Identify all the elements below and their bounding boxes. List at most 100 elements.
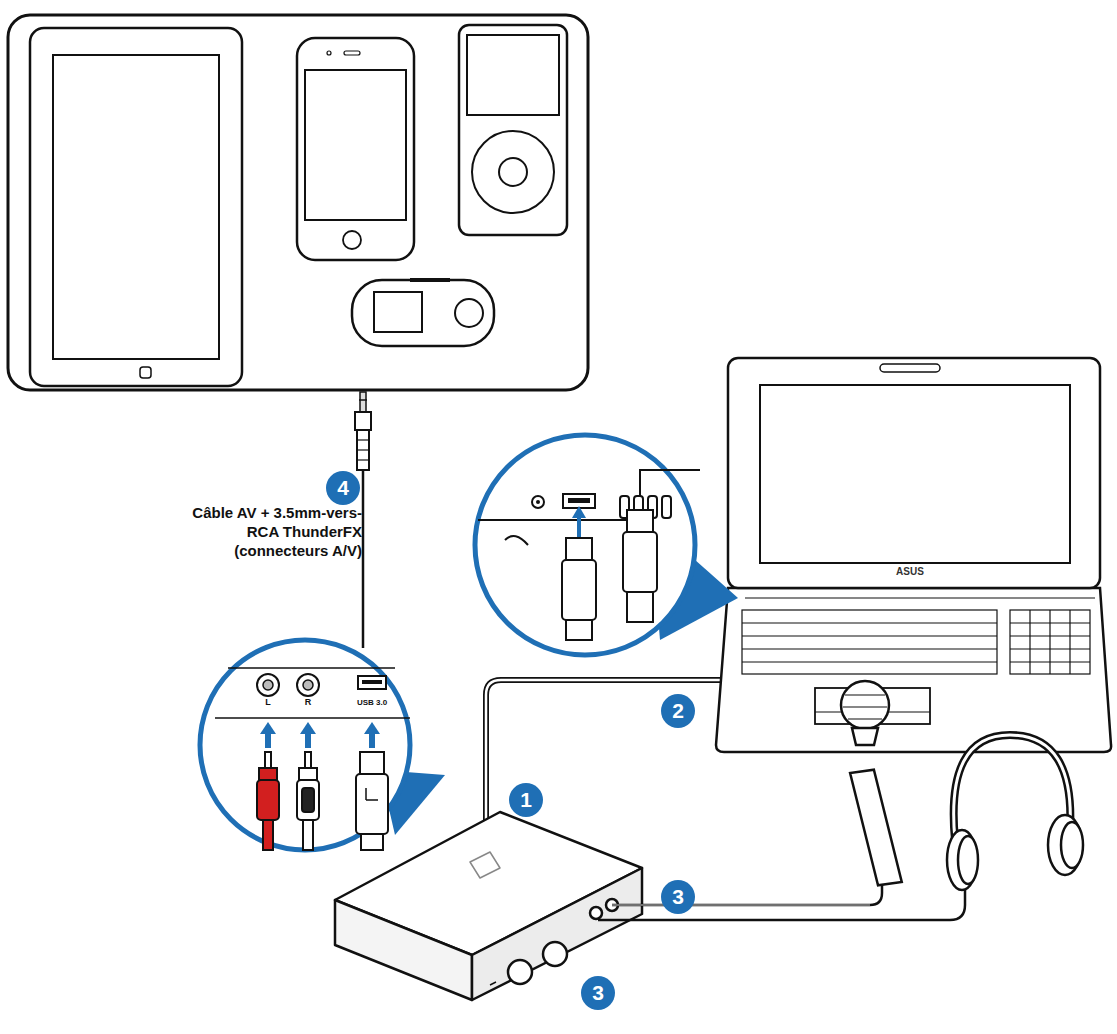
rca-zoom <box>200 640 445 850</box>
thunderfx-box-part <box>508 960 532 984</box>
laptop-part-part <box>745 597 1095 598</box>
microphone-part <box>848 718 882 719</box>
rca-zoom-part-part <box>361 834 383 850</box>
laptop-part <box>760 385 1070 563</box>
port-label: R <box>298 697 318 708</box>
thunderfx-box-part <box>335 900 472 1000</box>
mp3-player-part <box>352 280 494 346</box>
rca-zoom-part-part <box>302 788 314 812</box>
tablet-part <box>30 28 242 386</box>
usb-port-zoom-part <box>536 500 540 504</box>
laptop-part-part <box>742 622 997 623</box>
rca-zoom-part-part <box>360 752 384 774</box>
mp3-player-part <box>455 299 483 327</box>
callout-number: 1 <box>509 783 543 817</box>
audio-cable-part <box>357 459 369 460</box>
thunderfx-box-part <box>543 942 567 966</box>
rca-zoom-part-part <box>265 752 271 768</box>
laptop-part-part <box>742 661 997 662</box>
cable-caption: Câble AV + 3.5mm-vers-RCA ThunderFX (con… <box>172 503 362 560</box>
smartphone-part <box>297 38 414 260</box>
laptop-part <box>880 364 940 372</box>
callout-circles-part <box>581 976 615 1010</box>
headphones-part <box>1061 822 1083 868</box>
rca-zoom-part-part <box>265 732 271 748</box>
usb-port-zoom-part-part <box>562 560 596 620</box>
tablet-part <box>140 367 151 378</box>
laptop-part-part <box>742 635 997 636</box>
rca-zoom-part <box>362 680 382 684</box>
laptop-part-part <box>742 610 997 674</box>
laptop-part-part <box>1010 610 1090 674</box>
device-panel <box>8 15 588 390</box>
tablet-part <box>53 55 219 359</box>
laptop-part <box>742 598 1095 674</box>
usb-port-zoom-part-part <box>627 510 653 532</box>
rca-zoom-part <box>303 680 313 690</box>
smartphone-part <box>344 51 360 55</box>
rca-zoom-part <box>260 722 380 748</box>
rca-zoom-part-part <box>257 780 279 820</box>
microphone-part <box>612 880 882 905</box>
usb-port-zoom-part-part <box>566 538 592 560</box>
smartphone-part <box>327 51 331 55</box>
audio-cable-part <box>362 470 365 648</box>
usb-port-zoom-part <box>505 536 528 545</box>
thunderfx-box <box>335 812 642 1000</box>
rca-zoom-part-part <box>297 780 319 820</box>
microphone-part <box>843 706 887 707</box>
rca-zoom-part-part <box>260 722 276 734</box>
media-player <box>459 25 567 235</box>
mp3-player-part <box>374 292 422 332</box>
microphone-part <box>612 905 870 906</box>
microphone-part <box>852 728 878 745</box>
usb-port-zoom-part-part <box>627 592 653 622</box>
callout-circles-part <box>326 471 360 505</box>
usb-port-zoom-part <box>475 435 695 655</box>
port-label: USB 3.0 <box>350 697 394 708</box>
rca-zoom-part-part <box>300 722 316 734</box>
rca-zoom-part <box>200 640 410 850</box>
rca-zoom-part <box>358 676 386 689</box>
callout-number: 3 <box>581 976 615 1010</box>
smartphone <box>297 38 414 260</box>
rca-zoom-part <box>228 667 395 669</box>
rca-zoom-part-part <box>259 768 277 780</box>
rca-zoom-part <box>257 752 388 850</box>
headphones-part <box>1048 815 1082 875</box>
usb-port-zoom-part <box>532 496 544 508</box>
rca-zoom-part-part <box>305 732 311 748</box>
smartphone-part <box>343 231 361 249</box>
device-panel-part <box>8 15 588 390</box>
rca-zoom-part-part <box>305 752 311 768</box>
rca-zoom-part <box>297 674 319 696</box>
usb-port-zoom-part <box>478 470 700 520</box>
media-player-part <box>467 35 559 115</box>
usb-port-zoom-part-part <box>623 532 657 592</box>
audio-cable-part <box>357 439 369 440</box>
smartphone-part <box>305 70 406 220</box>
rca-zoom-part-part <box>263 820 273 850</box>
rca-zoom-part-part <box>303 820 313 850</box>
rca-zoom-part <box>366 788 378 800</box>
audio-cable-part <box>357 449 369 450</box>
thunderfx-box-part <box>470 852 500 878</box>
media-player-part <box>499 158 527 186</box>
laptop-part <box>716 588 1111 752</box>
headphones-part <box>947 830 977 890</box>
laptop-part-part <box>1049 610 1050 674</box>
audio-cable-part <box>360 392 366 412</box>
usb-port-zoom-part <box>568 498 590 503</box>
thunderfx-box-part <box>472 868 642 1000</box>
mp3-player-part <box>410 278 450 282</box>
callout-circles-part <box>661 880 695 914</box>
microphone-part <box>841 681 889 729</box>
headphones <box>598 735 1083 920</box>
rca-zoom-part-part <box>356 774 388 834</box>
usb-port-zoom-part <box>563 494 595 508</box>
microphone-part <box>845 694 885 695</box>
audio-cable-part <box>359 399 367 401</box>
laptop-part-part <box>1069 610 1070 674</box>
laptop-part-part <box>1029 610 1030 674</box>
